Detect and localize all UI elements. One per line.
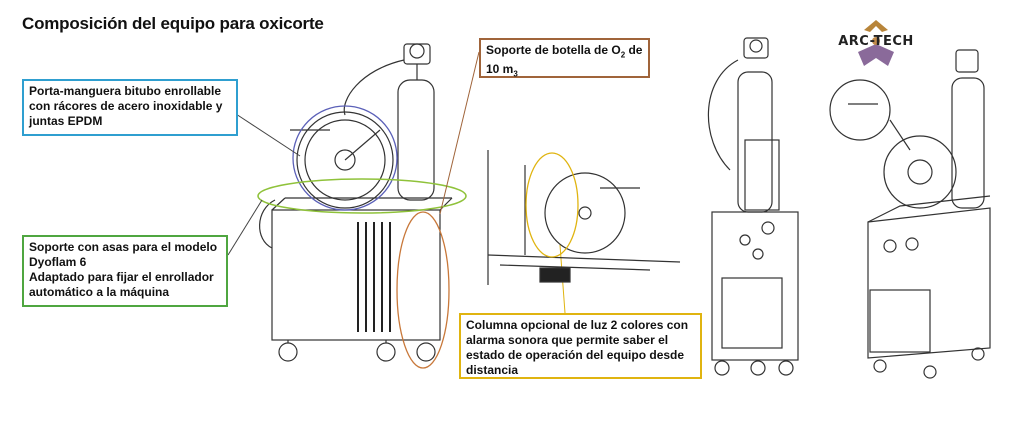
callout-text: 10 m <box>486 62 514 77</box>
arc-tech-logo: ARC-TECH <box>826 14 926 74</box>
callout-line: Soporte con asas para el modelo <box>29 240 218 254</box>
perspective-view <box>829 49 991 379</box>
detail-view <box>487 150 681 285</box>
bottle-support-callout: Soporte de botella de O2 de 10 m3 <box>479 38 650 81</box>
callout-text: Soporte de botella de O <box>486 43 621 57</box>
light-column-callout: Columna opcional de luz 2 colores con al… <box>459 313 702 379</box>
column-highlight <box>525 152 579 258</box>
callout-subscript: 3 <box>513 69 518 79</box>
callout-line: 10 m3 <box>486 62 643 81</box>
callout-line: estado de operación del equipo desde <box>466 348 685 362</box>
callout-line: automático a la máquina <box>29 285 170 299</box>
callout-text: de <box>625 43 643 57</box>
page-title: Composición del equipo para oxicorte <box>22 14 324 33</box>
bottle-support-highlight <box>396 211 450 369</box>
callout-subscript: 2 <box>620 50 626 60</box>
callout-line: alarma sonora que permite saber el <box>466 333 669 347</box>
callout-line: Soporte de botella de O2 de <box>486 43 643 62</box>
callout-line: distancia <box>466 363 519 377</box>
callout-line: con rácores de acero inoxidable y <box>29 99 223 113</box>
support-callout: Soporte con asas para el modelo Dyoflam … <box>22 235 228 307</box>
front-view <box>707 37 799 376</box>
support-highlight <box>257 178 467 214</box>
machine-left <box>259 43 453 362</box>
bottle-leader <box>439 51 480 215</box>
support-leader <box>227 199 263 256</box>
reel-highlight <box>292 105 398 211</box>
logo-figure-icon <box>858 20 894 66</box>
callout-line: Adaptado para fijar el enrollador <box>29 270 214 284</box>
hose-reel-callout: Porta-manguera bitubo enrollable con rác… <box>22 79 238 136</box>
callout-line: Porta-manguera bitubo enrollable <box>29 84 222 98</box>
logo-text: ARC-TECH <box>838 34 914 49</box>
callout-line: Dyoflam 6 <box>29 255 87 269</box>
callout-line: Columna opcional de luz 2 colores con <box>466 318 689 332</box>
callout-line: juntas EPDM <box>29 114 103 128</box>
hose-leader <box>235 113 301 157</box>
